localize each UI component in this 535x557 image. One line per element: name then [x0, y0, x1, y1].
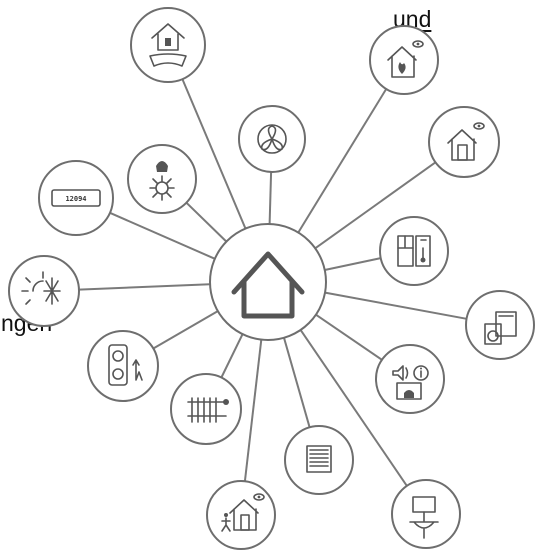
- window-thermostat-icon: [397, 235, 431, 267]
- intercom-speaker-info-icon: [392, 365, 429, 400]
- hub-circle: [209, 223, 327, 341]
- connector-line: [152, 310, 219, 350]
- node-intercom: [375, 344, 445, 414]
- house-person-monitor-icon: [221, 493, 265, 532]
- node-electricity-meter: 12094: [38, 160, 114, 236]
- connector-line: [78, 283, 211, 291]
- meter-digits: 12094: [65, 195, 86, 203]
- connector-line: [324, 257, 381, 271]
- text-fragment-top: und: [393, 6, 432, 32]
- node-heat-cool: [8, 255, 80, 327]
- node-climate: [379, 216, 449, 286]
- connector-line: [299, 329, 408, 487]
- node-appliances: [465, 290, 535, 360]
- radiator-icon: [187, 397, 229, 423]
- house-fire-monitor-icon: [387, 40, 424, 78]
- sink-tap-icon: [409, 496, 439, 539]
- sun-snowflake-icon: [21, 271, 61, 305]
- house-icon: [231, 251, 305, 319]
- electricity-meter-icon: 12094: [51, 189, 101, 207]
- connector-line: [283, 337, 311, 428]
- connector-line: [268, 171, 273, 225]
- washer-oven-icon: [484, 311, 517, 345]
- hub-node: [209, 223, 327, 341]
- attic-roof-icon: [149, 23, 187, 67]
- node-sockets: [87, 330, 159, 402]
- node-water: [391, 479, 461, 549]
- connector-line: [315, 313, 383, 361]
- node-fire-monitor: [369, 25, 439, 95]
- node-heating: [170, 373, 242, 445]
- house-door-monitor-icon: [447, 122, 485, 161]
- node-door-monitor: [428, 106, 500, 178]
- fan-icon: [257, 124, 287, 154]
- connector-lines: [78, 78, 467, 487]
- connector-line: [181, 78, 247, 229]
- connector-line: [243, 339, 263, 482]
- connector-line: [185, 201, 228, 243]
- connector-line: [314, 161, 437, 250]
- node-attic: [130, 7, 206, 83]
- node-fan: [238, 105, 306, 173]
- node-presence: [206, 480, 276, 550]
- node-lighting: [127, 144, 197, 214]
- window-blind-icon: [306, 445, 332, 473]
- power-socket-icon: [108, 344, 143, 386]
- connector-line: [220, 333, 244, 378]
- node-blinds: [284, 425, 354, 495]
- light-bulb-icon: [149, 161, 175, 201]
- connector-line: [324, 291, 467, 320]
- connector-line: [297, 88, 388, 234]
- connector-line: [109, 211, 216, 260]
